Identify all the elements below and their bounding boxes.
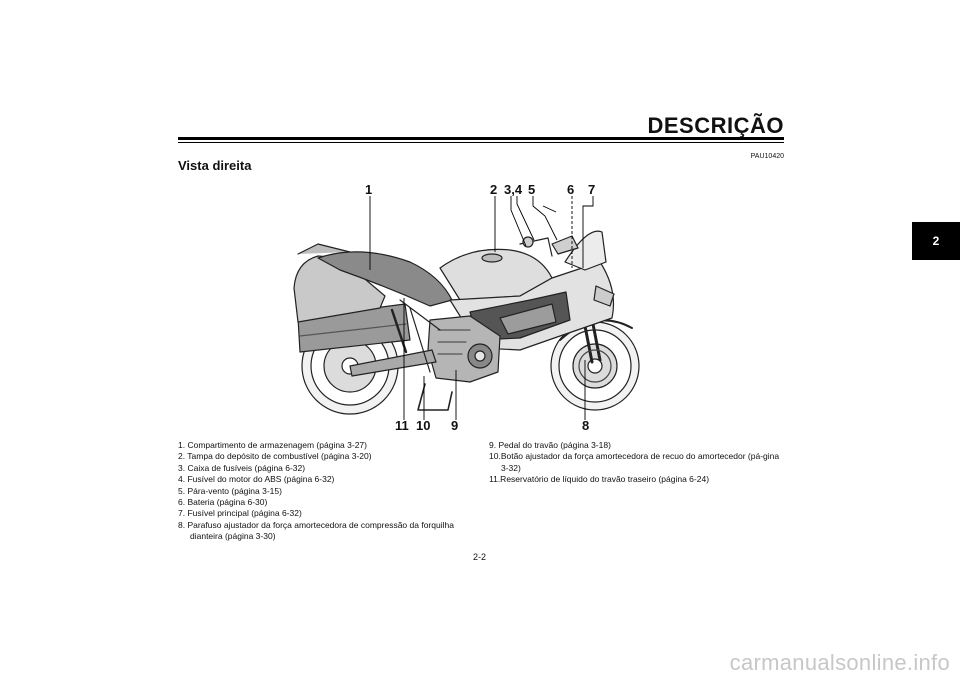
page-title: DESCRIÇÃO (647, 113, 784, 138)
callout-6: 6 (567, 182, 575, 197)
list-item: 3. Caixa de fusíveis (página 6-32) (178, 462, 306, 473)
list-item: 4. Fusível do motor do ABS (página 6-32) (178, 474, 335, 485)
header-rule-thin (178, 142, 784, 143)
watermark: carmanualsonline.info (729, 650, 950, 675)
list-item: 8. Parafuso ajustador da força amorteced… (178, 519, 454, 542)
callout-2: 2 (490, 182, 498, 197)
callout-10: 10 (416, 418, 431, 433)
list-item: 9. Pedal do travão (página 3-18) (489, 440, 611, 450)
callout-3-4: 3,4 (504, 182, 523, 197)
list-item: 5. Pára-vento (página 3-15) (178, 485, 282, 496)
list-item: 10.Botão ajustador da força amortecedora… (489, 451, 780, 473)
parts-list-right: 9. Pedal do travão (página 3-18) 10.Botã… (489, 440, 789, 486)
list-item: 7. Fusível principal (página 6-32) (178, 508, 302, 519)
header-rule-thick (178, 137, 784, 140)
callout-11: 11 (395, 418, 409, 433)
list-item: 11.Reservatório de líquido do travão tra… (489, 474, 710, 485)
section-subtitle: Vista direita (178, 158, 252, 173)
reference-code: PAU10420 (750, 153, 784, 160)
callout-1: 1 (365, 182, 373, 197)
callout-5: 5 (528, 182, 536, 197)
callout-8: 8 (582, 418, 590, 433)
callout-9: 9 (451, 418, 459, 433)
page-number: 2-2 (473, 552, 487, 562)
list-item: 2. Tampa do depósito de combustível (pág… (178, 451, 372, 462)
parts-list-left: 1. Compartimento de armazenagem (página … (178, 440, 468, 543)
callout-7: 7 (588, 182, 596, 197)
motorcycle-illustration (293, 196, 640, 420)
list-item: 6. Bateria (página 6-30) (178, 497, 268, 508)
list-item: 1. Compartimento de armazenagem (página … (178, 440, 367, 450)
section-tab: 2 (912, 222, 960, 260)
